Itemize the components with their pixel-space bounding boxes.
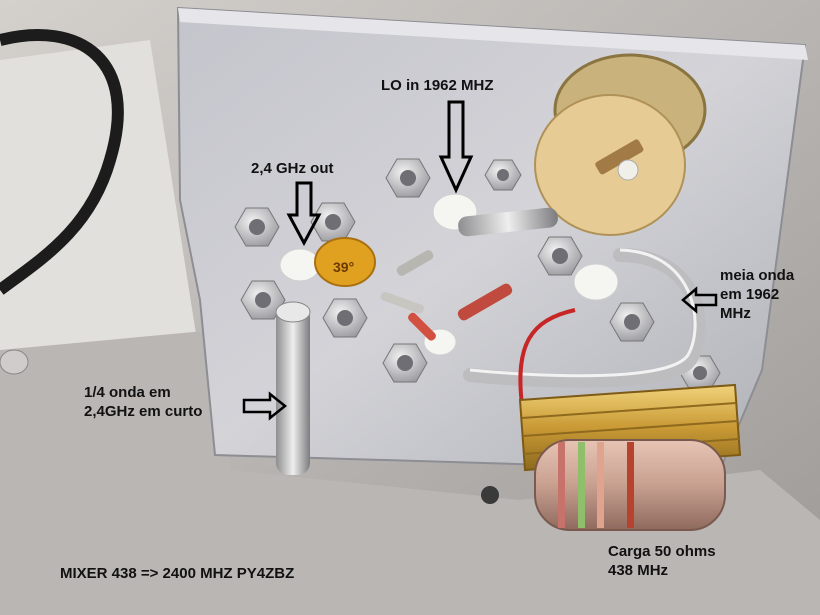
hex-nuts xyxy=(234,158,721,391)
label-24ghz-out: 2,4 GHz out xyxy=(251,160,334,177)
panel-screw xyxy=(481,486,499,504)
quarter-wave-tube xyxy=(276,305,310,475)
bottom-case-surface xyxy=(0,330,820,615)
panel-top-edge xyxy=(178,8,808,60)
trimmer-capacitor xyxy=(534,53,707,236)
arrow-lo-in xyxy=(438,100,474,194)
label-carga: Carga 50 ohms 438 MHz xyxy=(608,543,716,579)
lo-line-rod xyxy=(458,207,558,237)
small-components xyxy=(380,250,513,341)
capacitor-marking: 39° xyxy=(333,259,354,275)
label-quarter-wave: 1/4 onda em 2,4GHz em curto xyxy=(84,384,203,420)
red-wire xyxy=(518,308,576,406)
ceramic-capacitor: 39° xyxy=(314,237,376,287)
half-wave-loop-highlight xyxy=(469,248,697,378)
label-lo-in: LO in 1962 MHZ xyxy=(381,77,494,94)
arrow-quarter-wave xyxy=(242,391,288,421)
label-mixer-title: MIXER 438 => 2400 MHZ PY4ZBZ xyxy=(60,565,295,582)
ptfe-insulators xyxy=(279,193,619,356)
tube-top-cap xyxy=(275,301,311,323)
left-paper-sheet xyxy=(0,40,200,380)
screw-head-left xyxy=(0,349,29,375)
arrow-24ghz-out xyxy=(286,181,322,247)
label-meia-onda: meia onda em 1962 MHz xyxy=(720,267,795,322)
load-resistor xyxy=(534,439,726,531)
arrow-meia-onda xyxy=(681,286,718,314)
black-cable xyxy=(0,29,124,295)
